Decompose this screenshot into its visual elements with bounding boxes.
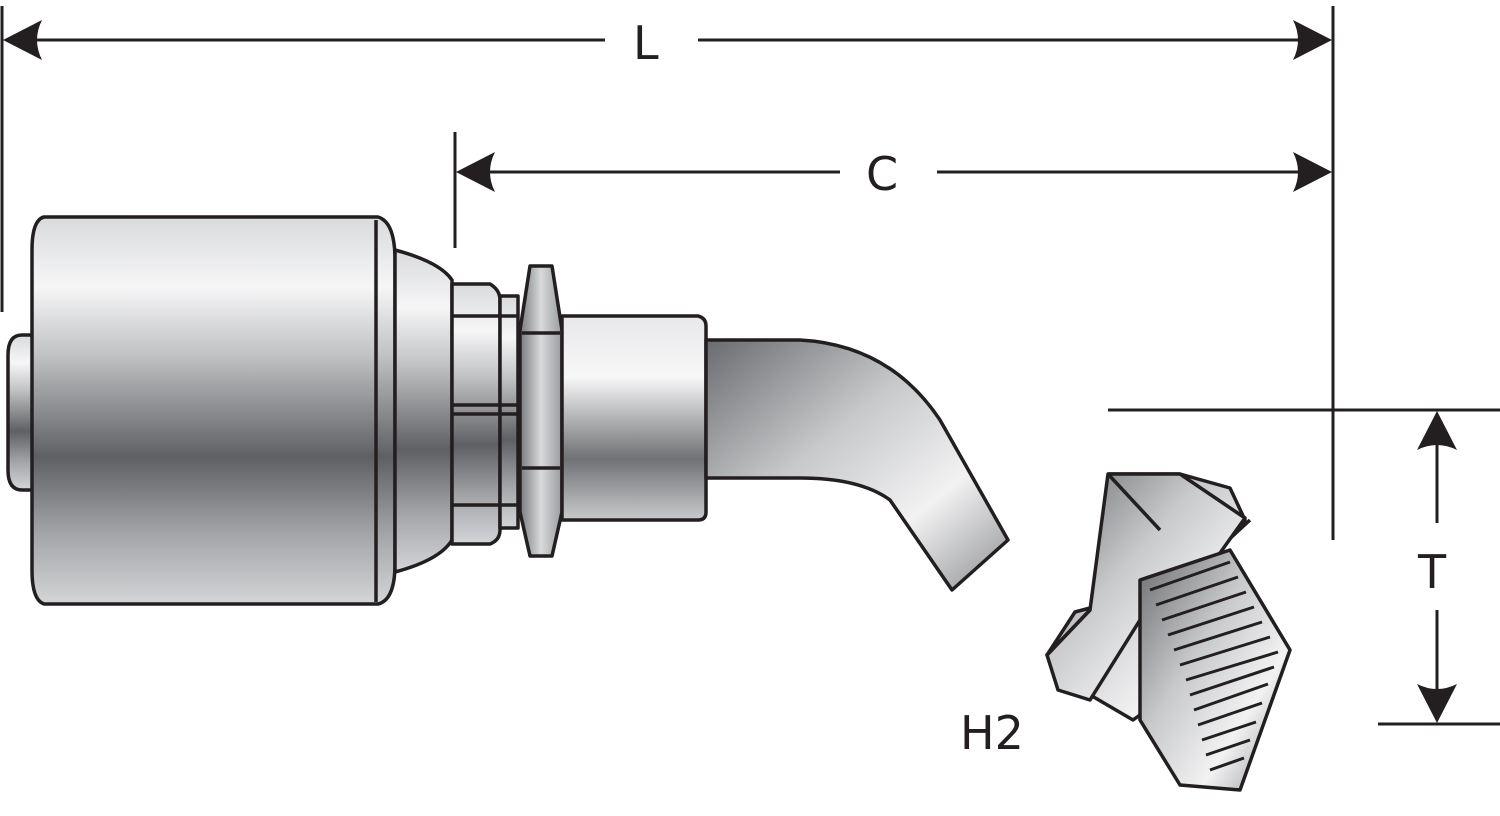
dimension-label-C: C — [858, 151, 907, 197]
socket-shoulder — [393, 248, 454, 574]
thread-lines — [1149, 560, 1279, 772]
dimension-label-H2: H2 — [960, 706, 1024, 760]
dimension-label-T: T — [1412, 545, 1453, 599]
tube-collar — [560, 314, 708, 522]
dimension-lines — [0, 6, 1500, 726]
hose-stub — [6, 333, 38, 492]
fitting-drawing — [6, 215, 1292, 792]
bent-tube — [704, 338, 1010, 592]
dimension-label-L: L — [625, 20, 667, 66]
dimension-arrowheads — [3, 20, 1457, 723]
collar-2 — [498, 294, 520, 530]
hex-nut — [518, 264, 564, 558]
socket — [30, 215, 397, 606]
